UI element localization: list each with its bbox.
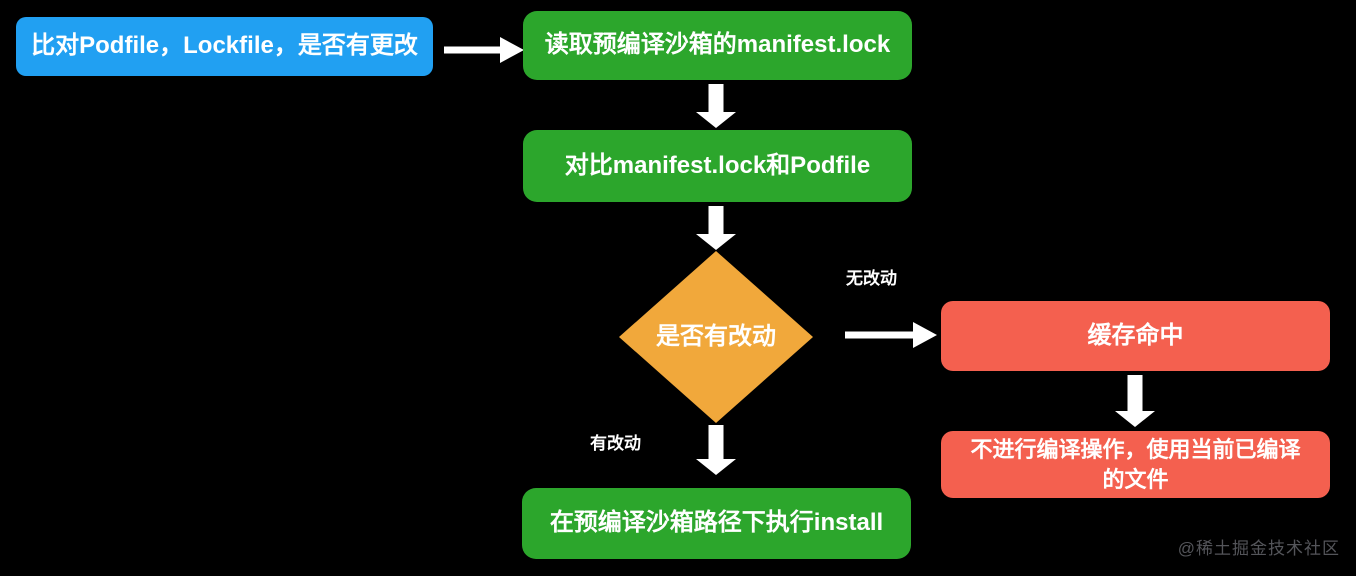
node-no-compile: 不进行编译操作，使用当前已编译的文件: [941, 431, 1330, 498]
node-read-manifest-label: 读取预编译沙箱的manifest.lock: [544, 31, 891, 59]
arrow-down-3-icon: [1115, 375, 1155, 427]
node-read-manifest: 读取预编译沙箱的manifest.lock: [523, 11, 912, 80]
edge-label-no-change: 无改动: [846, 269, 897, 288]
node-compare-podfile-lockfile: 比对Podfile，Lockfile，是否有更改: [16, 17, 433, 76]
node-run-install-label: 在预编译沙箱路径下执行install: [549, 509, 884, 537]
node-cache-hit-label: 缓存命中: [1087, 321, 1184, 349]
node-decision-label: 是否有改动: [656, 322, 776, 350]
arrow-down-1-icon: [696, 84, 736, 128]
arrow-down-4-icon: [696, 425, 736, 475]
node-compare-podfile-label: 比对Podfile，Lockfile，是否有更改: [31, 32, 418, 60]
arrow-down-2-icon: [696, 206, 736, 250]
node-compare-manifest-label: 对比manifest.lock和Podfile: [564, 151, 871, 179]
arrow-right-to-cache-hit-icon: [845, 322, 937, 348]
node-cache-hit: 缓存命中: [941, 301, 1330, 371]
node-compare-manifest: 对比manifest.lock和Podfile: [523, 130, 912, 202]
arrow-right-to-read-manifest-icon: [444, 37, 524, 63]
node-no-compile-label: 不进行编译操作，使用当前已编译的文件: [970, 436, 1301, 492]
node-run-install: 在预编译沙箱路径下执行install: [522, 488, 911, 559]
node-decision-has-change: 是否有改动: [619, 251, 813, 423]
edge-label-has-change: 有改动: [590, 434, 641, 453]
watermark: @稀土掘金技术社区: [1177, 539, 1340, 558]
